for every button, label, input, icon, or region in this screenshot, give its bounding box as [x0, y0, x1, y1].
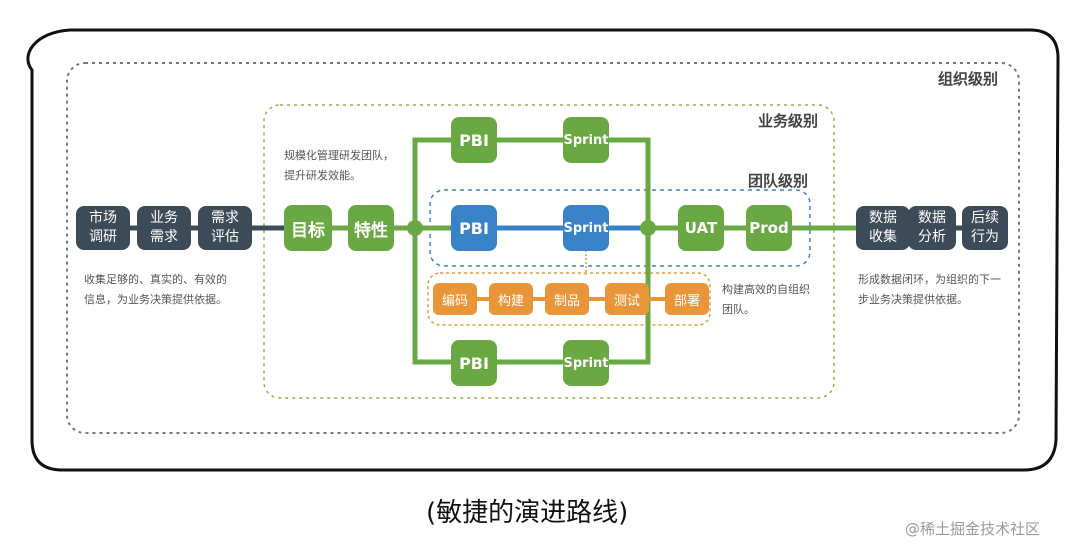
node-data-collection: 数据 收集: [856, 206, 910, 250]
node-coding: 编码: [433, 283, 477, 315]
node-sprint-bottom: Sprint: [563, 340, 609, 386]
node-data-analysis: 数据 分析: [908, 206, 956, 250]
node-sprint-top: Sprint: [563, 117, 609, 163]
left-note: 收集足够的、真实的、有效的 信息，为业务决策提供依据。: [84, 273, 227, 306]
node-uat: UAT: [678, 205, 724, 251]
node-prod: Prod: [746, 205, 792, 251]
team-level-label: 团队级别: [748, 172, 809, 190]
node-goal: 目标: [284, 205, 332, 251]
junction-split: [407, 220, 423, 236]
right-note: 形成数据闭环，为组织的下一 步业务决策提供依据。: [858, 273, 1001, 306]
business-note: 规模化管理研发团队， 提升研发效能。: [284, 149, 394, 182]
engineering-boundary: [427, 272, 711, 326]
node-pbi-team: PBI: [451, 205, 497, 251]
node-testing: 测试: [605, 283, 649, 315]
junction-merge: [640, 220, 656, 236]
engineering-note: 构建高效的自组织 团队。: [722, 283, 810, 316]
outer-frame: [26, 28, 1060, 472]
business-level-label: 业务级别: [758, 112, 819, 130]
watermark: @稀土掘金技术社区: [905, 520, 1041, 538]
org-level-label: 组织级别: [938, 70, 999, 88]
business-level-boundary: [263, 104, 835, 399]
node-follow-up: 后续 行为: [962, 206, 1008, 250]
node-business-requirements: 业务 需求: [137, 206, 191, 250]
node-pbi-bottom: PBI: [451, 340, 497, 386]
node-feature: 特性: [348, 205, 394, 251]
node-market-research: 市场 调研: [76, 206, 130, 250]
node-pbi-top: PBI: [451, 117, 497, 163]
node-requirement-assessment: 需求 评估: [198, 206, 252, 250]
org-level-boundary: [66, 62, 1020, 434]
node-deploy: 部署: [665, 283, 709, 315]
node-build: 构建: [489, 283, 533, 315]
node-artifact: 制品: [545, 283, 589, 315]
track-top: [412, 137, 651, 228]
caption: (敏捷的演进路线): [426, 498, 629, 528]
node-sprint-team: Sprint: [563, 205, 609, 251]
